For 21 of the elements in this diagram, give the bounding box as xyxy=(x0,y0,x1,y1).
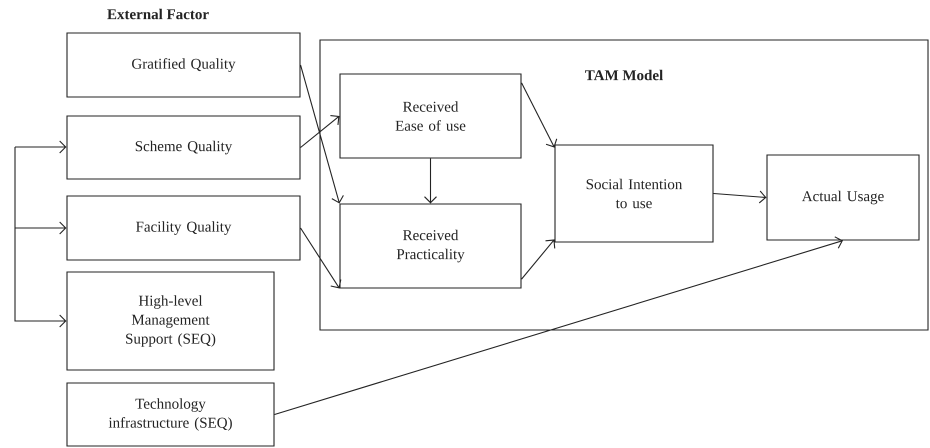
arrow xyxy=(521,82,558,148)
arrow xyxy=(300,228,342,288)
process-box: Technology infrastructure (SEQ) xyxy=(66,382,275,447)
arrow xyxy=(300,115,340,148)
process-box: Social Intention to use xyxy=(554,144,714,243)
arrow xyxy=(15,222,66,234)
process-box: Actual Usage xyxy=(766,154,920,241)
process-box: Received Ease of use xyxy=(339,73,522,159)
arrow xyxy=(521,239,556,280)
arrow xyxy=(274,236,843,416)
arrow xyxy=(300,64,344,204)
process-box: Facility Quality xyxy=(66,195,301,261)
arrow xyxy=(14,147,66,328)
heading: External Factor xyxy=(107,8,209,20)
arrow xyxy=(714,190,766,204)
arrow xyxy=(15,140,66,154)
arrow xyxy=(424,158,437,204)
process-box: High-level Management Support (SEQ) xyxy=(66,271,275,371)
process-box: Gratified Quality xyxy=(66,32,301,98)
process-box: Received Practicality xyxy=(339,203,522,289)
process-box: Scheme Quality xyxy=(66,115,301,180)
